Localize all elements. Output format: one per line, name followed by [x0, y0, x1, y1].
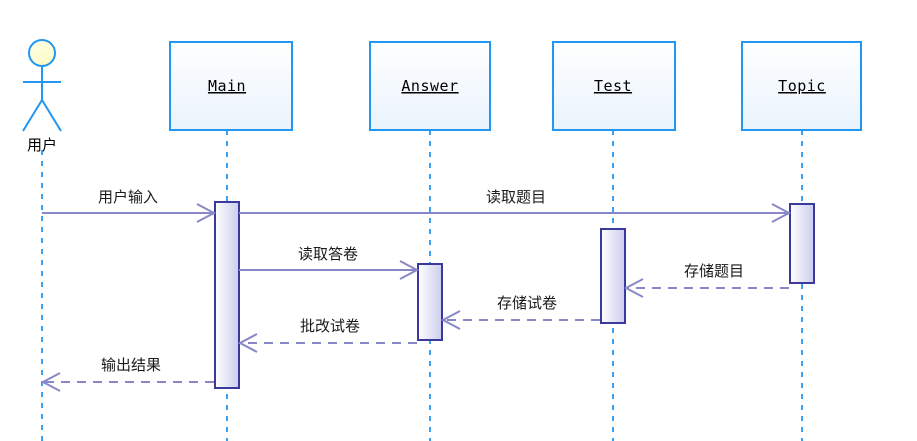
message-arrowhead-m3 [399, 260, 420, 280]
activation-bar-main [214, 201, 240, 389]
message-label-m7: 输出结果 [101, 356, 161, 374]
message-arrowhead-m2 [771, 203, 792, 223]
activation-bar-answer [417, 263, 443, 341]
lifeline-topic[interactable]: Topic [741, 41, 862, 441]
message-m3[interactable]: 读取答卷 [239, 245, 420, 280]
message-m5[interactable]: 存储试卷 [440, 294, 600, 330]
actor-head-icon [28, 39, 56, 67]
message-m7[interactable]: 输出结果 [40, 356, 214, 392]
message-m4[interactable]: 存储题目 [623, 262, 789, 298]
message-label-m1: 用户输入 [98, 188, 158, 206]
lifeline-title-test: Test [594, 77, 632, 95]
message-arrowhead-m5 [440, 310, 461, 330]
lifeline-title-topic: Topic [778, 77, 826, 95]
actor-label: 用户 [27, 136, 57, 154]
lifeline-box-main [169, 41, 293, 131]
lifelines-group: Main Answer Test Topic [169, 41, 862, 441]
message-arrowhead-m6 [237, 333, 258, 353]
message-m2[interactable]: 读取题目 [239, 188, 792, 223]
actor-leg-left [22, 99, 43, 132]
message-arrowhead-m4 [623, 278, 644, 298]
message-arrowhead-m1 [196, 203, 217, 223]
message-label-m3: 读取答卷 [298, 245, 358, 263]
message-m1[interactable]: 用户输入 [42, 188, 217, 223]
lifeline-box-topic [741, 41, 862, 131]
activation-bar-topic [789, 203, 815, 284]
actor-leg-right [41, 99, 62, 132]
message-label-m2: 读取题目 [486, 188, 546, 206]
activation-bar-test [600, 228, 626, 324]
message-m6[interactable]: 批改试卷 [237, 317, 417, 353]
lifeline-box-test [552, 41, 676, 131]
lifeline-box-answer [369, 41, 491, 131]
message-label-m5: 存储试卷 [497, 294, 557, 312]
message-arrowhead-m7 [40, 372, 61, 392]
lifeline-test[interactable]: Test [552, 41, 676, 441]
lifeline-title-main: Main [208, 77, 246, 95]
lifeline-title-answer: Answer [401, 77, 458, 95]
actor-user[interactable]: 用户 [22, 39, 62, 441]
message-label-m6: 批改试卷 [300, 317, 360, 335]
activation-bars-group [214, 201, 815, 389]
message-label-m4: 存储题目 [684, 262, 744, 280]
lifeline-answer[interactable]: Answer [369, 41, 491, 441]
